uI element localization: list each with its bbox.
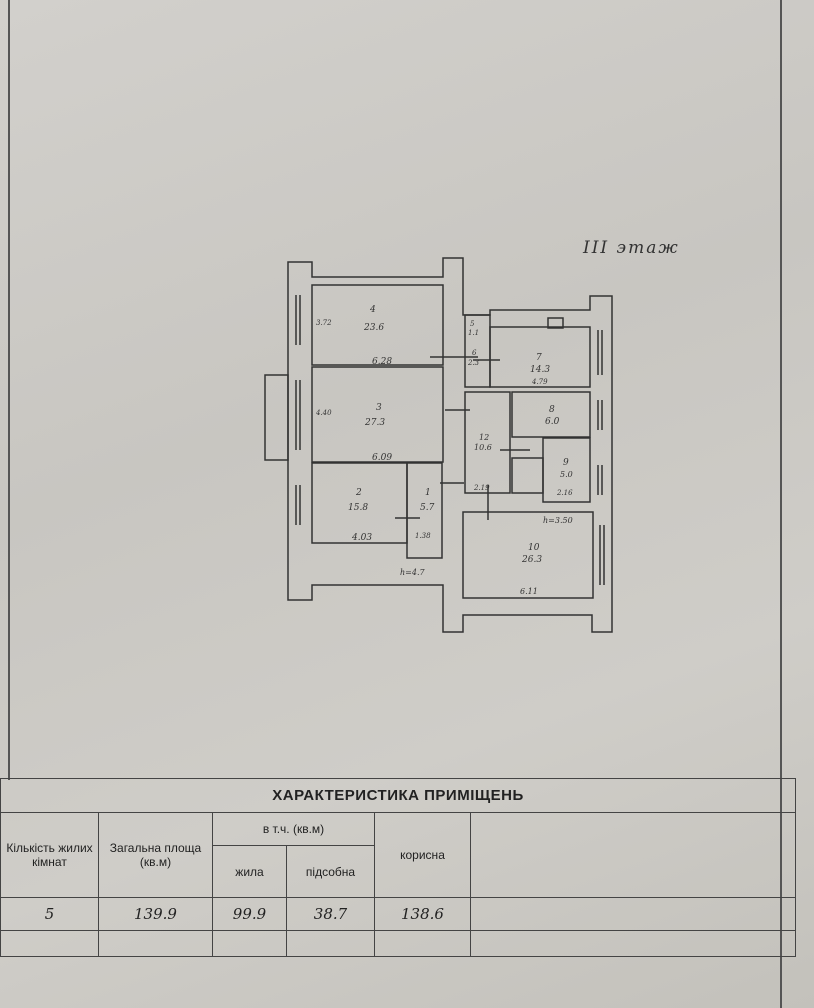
room-7-width: 4.79 — [531, 378, 548, 386]
room-6-area: 2.3 — [467, 359, 480, 367]
room-12-area: 10.6 — [474, 443, 492, 452]
room-2-number: 2 — [355, 488, 362, 498]
room-4-number: 4 — [369, 305, 376, 315]
cell-rooms: 5 — [0, 897, 99, 931]
room-12-width: 2.19 — [473, 484, 490, 492]
header-empty — [470, 812, 796, 898]
room-3-depth: 4.40 — [315, 409, 332, 417]
room-1-area: 5.7 — [420, 503, 435, 513]
room-5-number: 5 — [470, 320, 475, 328]
floor-plan: 4 23.6 6.28 3.72 3 27.3 6.09 4.40 2 15.8… — [264, 257, 613, 633]
room-4-width: 6.28 — [372, 357, 392, 367]
room-9-width: 2.16 — [556, 489, 573, 497]
table-title: ХАРАКТЕРИСТИКА ПРИМІЩЕНЬ — [0, 778, 796, 813]
room-10-number: 10 — [528, 543, 540, 553]
room-8-number: 8 — [549, 405, 555, 415]
room-2-area: 15.8 — [348, 503, 368, 513]
table-row-empty — [0, 930, 796, 957]
entrance-mark: h=4.7 — [400, 568, 425, 577]
room-8-area: 6.0 — [545, 417, 560, 427]
cell-empty — [470, 897, 796, 931]
room-1-width: 1.38 — [415, 532, 431, 540]
header-rooms: Кількість жилих кімнат — [0, 812, 99, 898]
page-border-right — [780, 0, 782, 1008]
room-7-area: 14.3 — [530, 365, 550, 375]
header-useful: корисна — [374, 812, 471, 898]
room-10-height: h=3.50 — [543, 516, 573, 525]
room-1-number: 1 — [425, 488, 431, 498]
room-5-area: 1.1 — [468, 329, 479, 337]
room-4-area: 23.6 — [363, 323, 384, 333]
room-9-number: 9 — [563, 458, 569, 468]
room-10-width: 6.11 — [520, 587, 538, 596]
page-border-left — [8, 0, 10, 780]
header-living: жила — [212, 845, 287, 898]
cell-auxiliary: 38.7 — [286, 897, 375, 931]
room-characteristics-table: ХАРАКТЕРИСТИКА ПРИМІЩЕНЬ Кількість жилих… — [0, 778, 796, 957]
floor-label: III этаж — [583, 238, 680, 258]
room-6-number: 6 — [472, 349, 477, 357]
room-10-area: 26.3 — [521, 555, 542, 565]
header-including: в т.ч. (кв.м) — [212, 812, 375, 846]
table-row: 5 139.9 99.9 38.7 138.6 — [0, 897, 796, 931]
header-auxiliary: підсобна — [286, 845, 375, 898]
room-9-area: 5.0 — [560, 470, 573, 479]
room-7-number: 7 — [536, 353, 542, 363]
header-total-area: Загальна площа (кв.м) — [98, 812, 213, 898]
cell-living: 99.9 — [212, 897, 287, 931]
room-4-depth: 3.72 — [316, 319, 332, 327]
cell-total: 139.9 — [98, 897, 213, 931]
cell-useful: 138.6 — [374, 897, 471, 931]
room-2-width: 4.03 — [351, 533, 372, 543]
room-3-width: 6.09 — [372, 453, 392, 463]
room-3-area: 27.3 — [364, 418, 385, 428]
room-12-number: 12 — [479, 433, 489, 442]
room-3-number: 3 — [376, 403, 382, 413]
